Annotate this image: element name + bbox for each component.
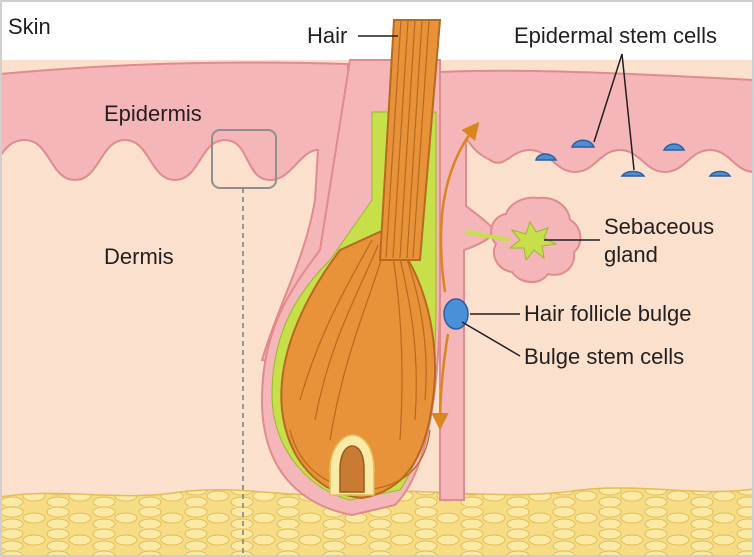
hair-follicle-bulge-label: Hair follicle bulge bbox=[524, 301, 692, 327]
dermal-papilla bbox=[340, 446, 364, 492]
bulge-stem-cell bbox=[444, 299, 468, 329]
sebaceous-label-line2: gland bbox=[604, 242, 658, 268]
bulge-stem-cells-label: Bulge stem cells bbox=[524, 344, 684, 370]
epidermal-stem-cells-label: Epidermal stem cells bbox=[514, 23, 717, 49]
dermis-label: Dermis bbox=[104, 244, 174, 270]
epidermis-label: Epidermis bbox=[104, 101, 202, 127]
skin-label: Skin bbox=[8, 14, 51, 40]
hair-label: Hair bbox=[307, 23, 347, 49]
sebaceous-label-line1: Sebaceous bbox=[604, 214, 714, 240]
